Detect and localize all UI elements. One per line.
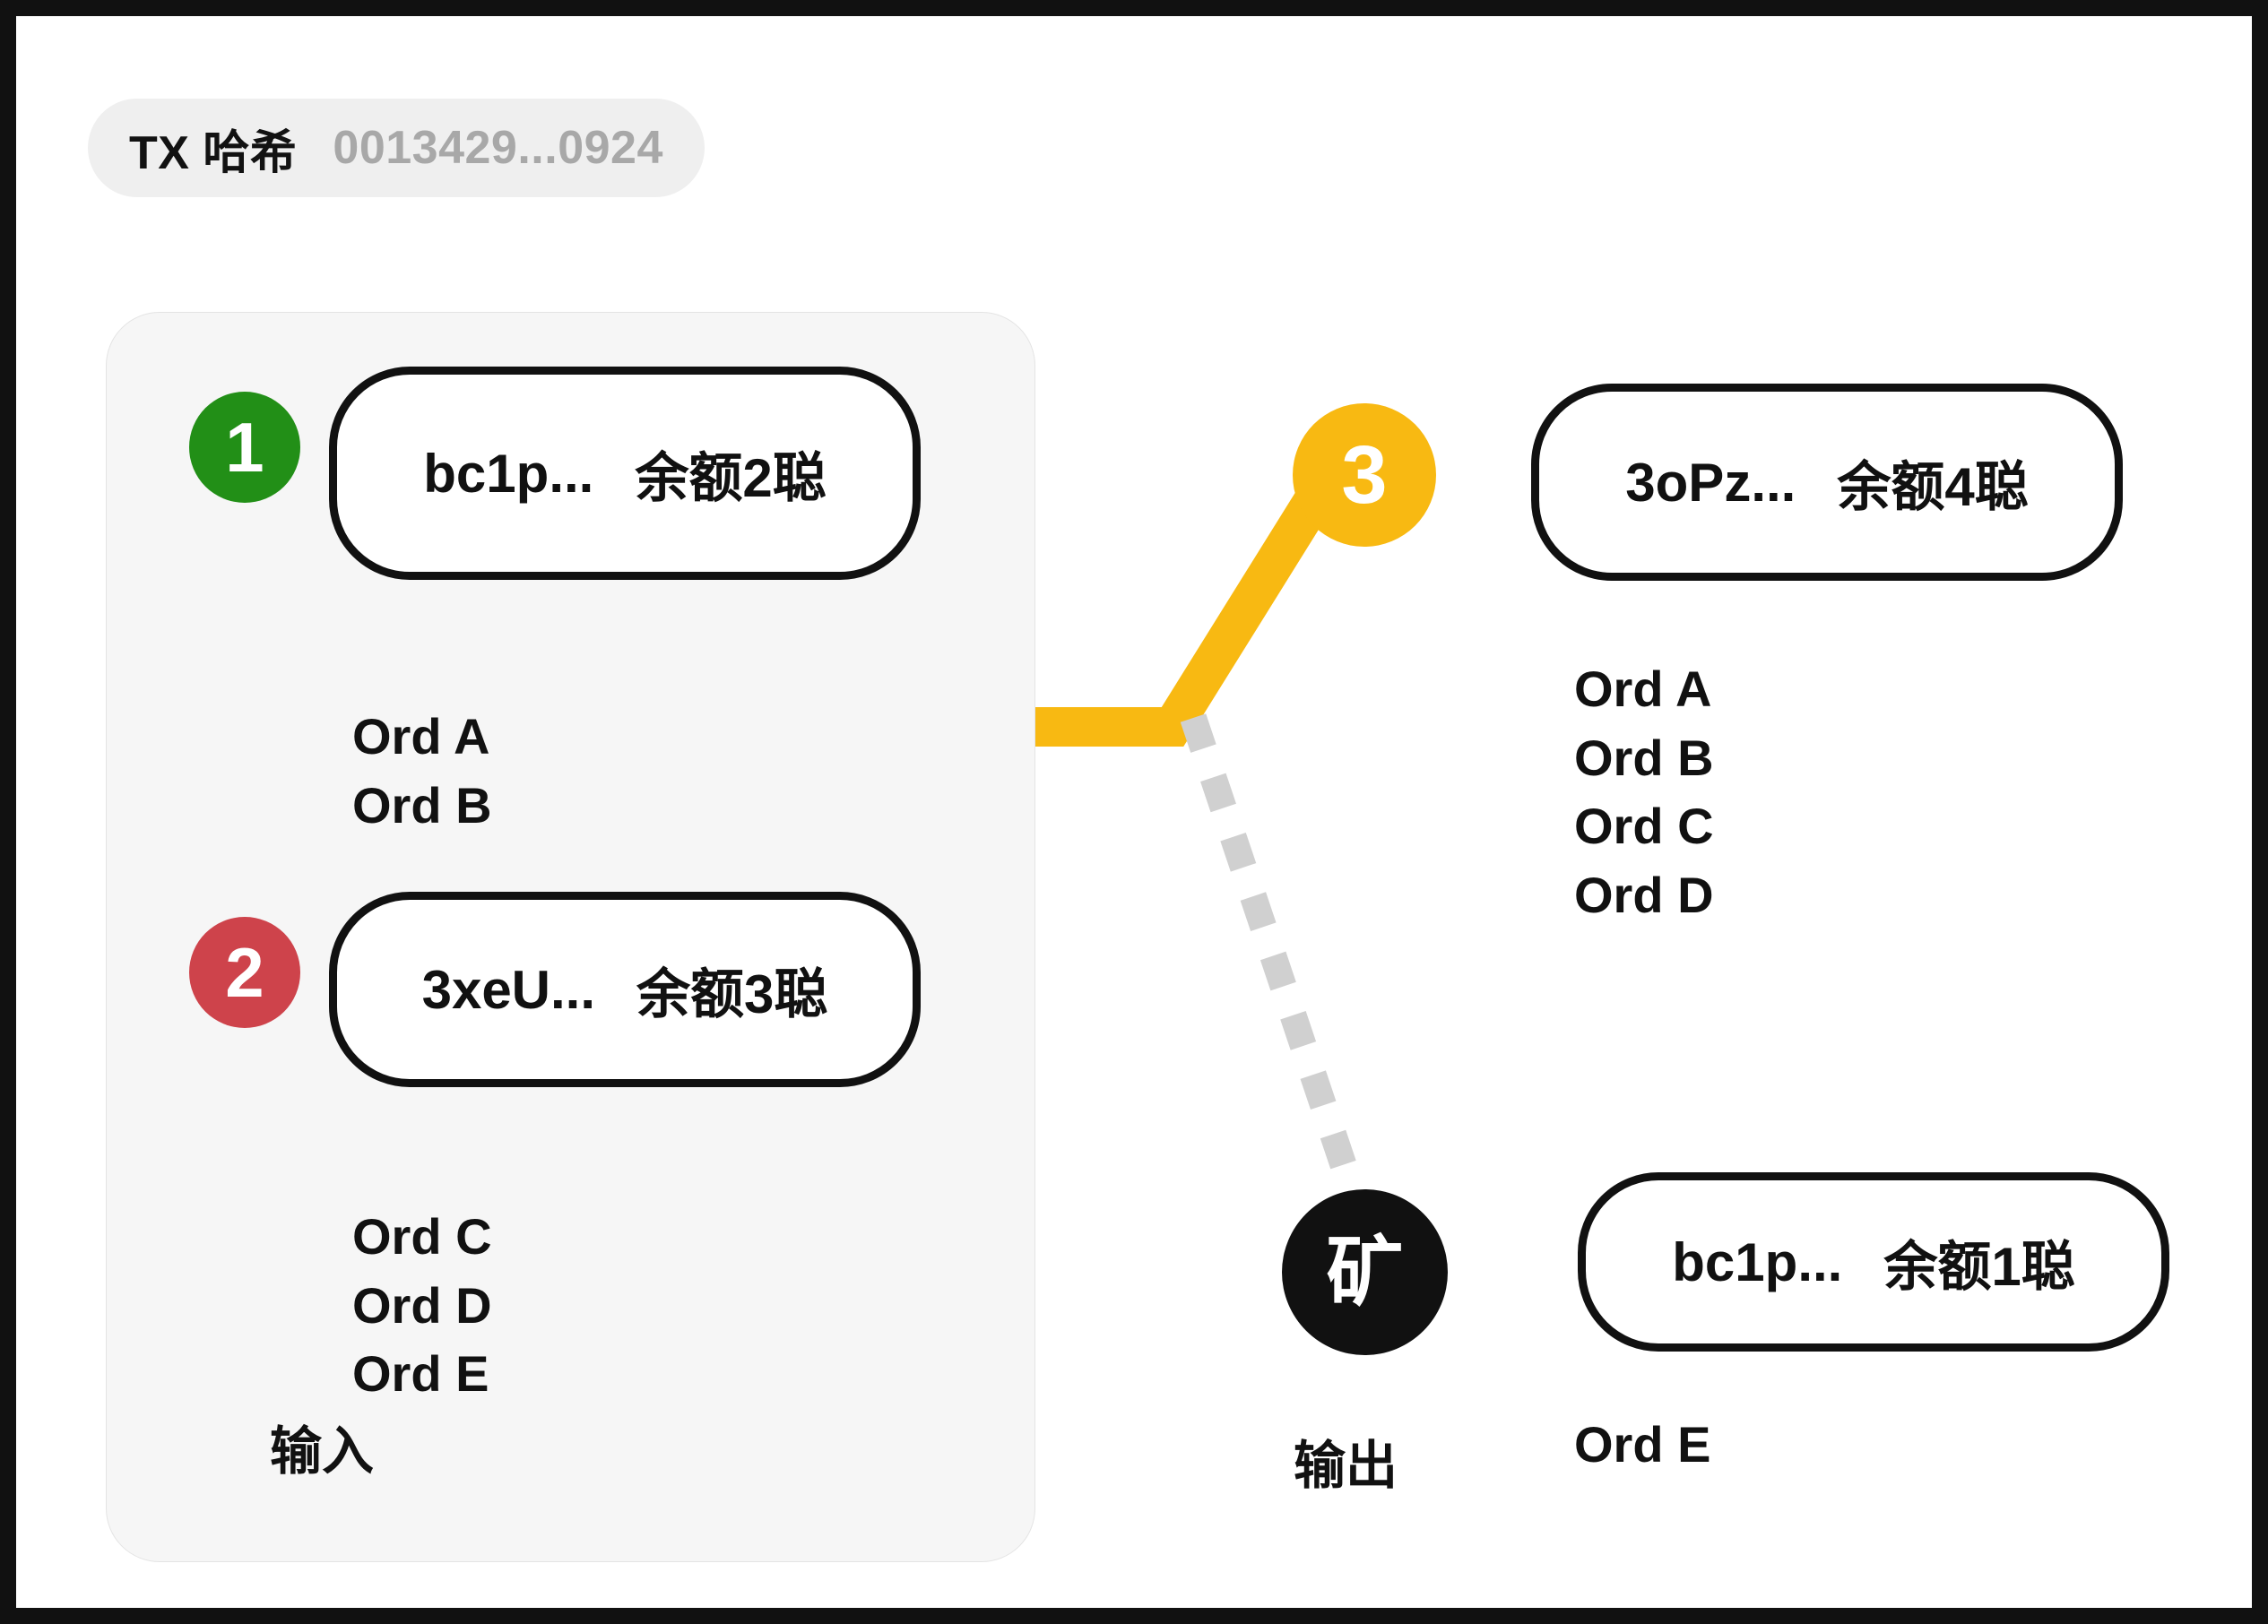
- input-amount-2: 余额3聪: [636, 963, 828, 1024]
- outputs-caption: 输出: [1294, 1437, 1398, 1495]
- input-address-1: bc1p...: [423, 443, 594, 504]
- list-item: Ord C: [352, 1208, 492, 1265]
- input-ordinals-2: Ord C Ord D Ord E: [352, 1208, 492, 1415]
- tx-hash-badge: TX 哈希 0013429...0924: [88, 99, 705, 197]
- input-address-2: 3xeU...: [421, 959, 596, 1020]
- step-badge-3: 3: [1293, 403, 1436, 547]
- input-index-badge-1: 1: [189, 392, 300, 503]
- list-item: Ord D: [352, 1276, 492, 1334]
- list-item: Ord A: [352, 708, 490, 764]
- input-amount-1: 余额2聪: [635, 447, 827, 508]
- list-item: Ord A: [1574, 661, 1712, 717]
- output-utxo-pill-2[interactable]: bc1p... 余额1聪: [1578, 1172, 2169, 1352]
- miner-fee-badge: 矿: [1282, 1189, 1448, 1355]
- input-index-badge-2: 2: [189, 917, 300, 1028]
- input-utxo-pill-1[interactable]: bc1p... 余额2聪: [329, 367, 921, 580]
- output-ordinals-1: Ord A Ord B Ord C Ord D: [1574, 661, 1714, 937]
- input-ordinals-1: Ord A Ord B: [352, 708, 492, 846]
- output-utxo-pill-1[interactable]: 3oPz... 余额4聪: [1531, 384, 2123, 581]
- inputs-panel: 1 bc1p... 余额2聪 Ord A Ord B 2 3xeU... 余额3…: [106, 312, 1035, 1562]
- diagram-canvas: TX 哈希 0013429...0924 1 bc1p... 余额2聪 Ord …: [16, 16, 2252, 1608]
- inputs-caption: 输入: [270, 1422, 375, 1481]
- list-item: Ord B: [1574, 729, 1714, 786]
- list-item: Ord D: [1574, 867, 1714, 924]
- list-item: Ord C: [1574, 798, 1714, 855]
- list-item: Ord E: [352, 1345, 489, 1403]
- input-utxo-pill-2[interactable]: 3xeU... 余额3聪: [329, 892, 921, 1087]
- dashed-fee-line: [1180, 713, 1365, 1195]
- list-item: Ord B: [352, 776, 492, 834]
- output-ordinals-2: Ord E: [1574, 1416, 1711, 1486]
- yellow-flow-arrow: [1019, 471, 1342, 747]
- output-amount-1: 余额4聪: [1837, 456, 2029, 517]
- list-item: Ord E: [1574, 1416, 1711, 1473]
- output-address-2: bc1p...: [1672, 1231, 1843, 1292]
- tx-hash-value: 0013429...0924: [333, 122, 663, 174]
- output-amount-2: 余额1聪: [1883, 1236, 2075, 1297]
- output-address-1: 3oPz...: [1625, 452, 1796, 513]
- tx-hash-label: TX 哈希: [129, 126, 298, 179]
